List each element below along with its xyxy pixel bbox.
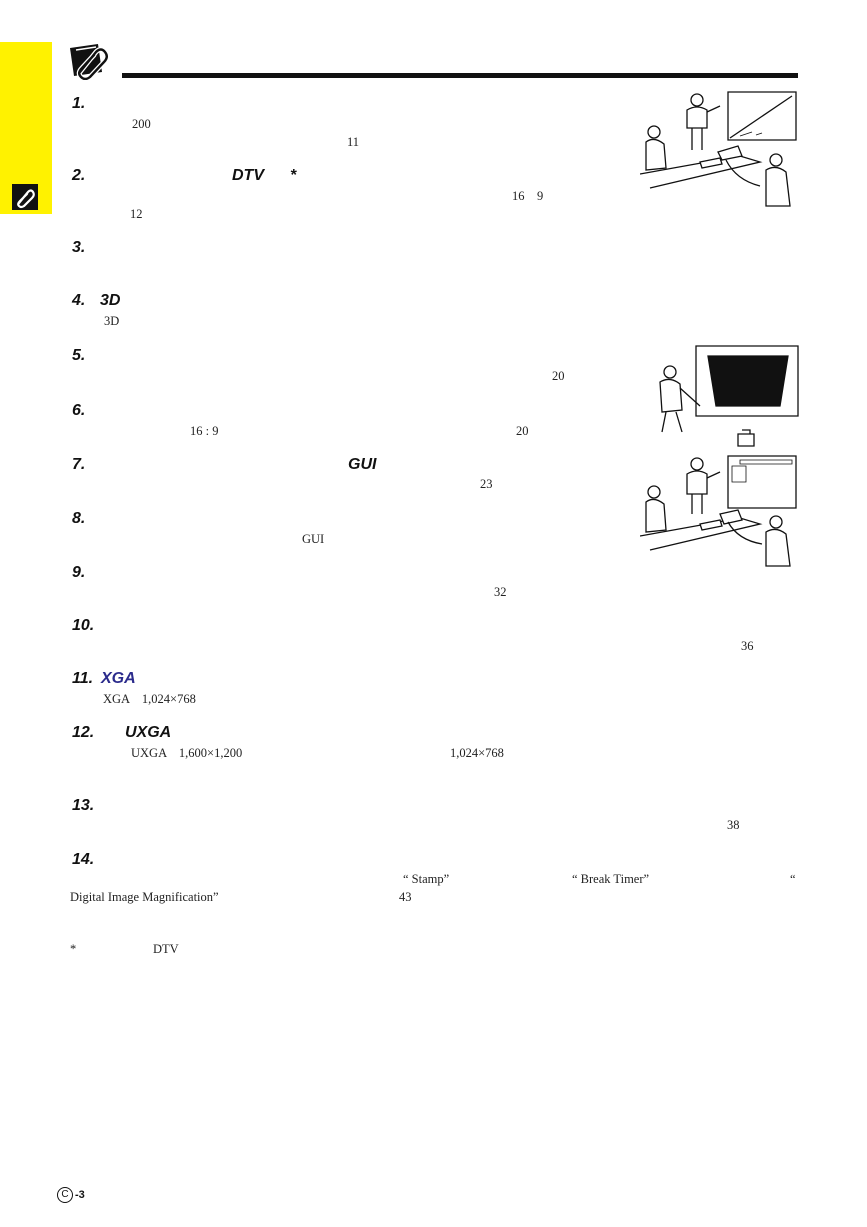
feature-text: Digital Image Magnification”	[70, 890, 219, 904]
feature-text: 32	[494, 585, 507, 599]
feature-text: 1,024×768	[450, 746, 504, 760]
side-section-tab	[0, 42, 52, 214]
feature-heading-term: XGA	[101, 670, 136, 687]
feature-text: “	[790, 872, 796, 886]
feature-heading: 11.	[72, 670, 94, 687]
feature-text: 38	[727, 818, 740, 832]
feature-text: 20	[516, 424, 529, 438]
feature-text: 16 : 9	[190, 424, 219, 438]
feature-heading: 5.	[72, 347, 86, 364]
feature-text: “ Break Timer”	[572, 872, 650, 886]
feature-heading: 9.	[72, 564, 86, 581]
feature-heading: 3.	[72, 239, 86, 256]
feature-text: UXGA 1,600×1,200	[131, 746, 243, 760]
feature-heading: 13.	[72, 797, 95, 814]
paperclip-note-icon	[70, 44, 110, 80]
feature-text: 11	[347, 135, 360, 149]
feature-heading: 10.	[72, 617, 95, 634]
feature-heading: 6.	[72, 402, 86, 419]
page-number: -3	[75, 1189, 85, 1201]
meeting-presentation-illustration	[640, 91, 797, 207]
feature-heading: 2.	[72, 167, 86, 184]
feature-text: 200	[132, 117, 151, 131]
feature-text: 36	[741, 639, 754, 653]
gui-presentation-illustration	[640, 455, 797, 567]
feature-heading: 12.	[72, 724, 95, 741]
feature-heading: 14.	[72, 851, 95, 868]
feature-heading: 8.	[72, 510, 86, 527]
feature-text: 3D	[104, 314, 120, 328]
language-badge: C	[57, 1187, 73, 1203]
header-rule	[122, 73, 798, 78]
footnote-marker: *	[70, 942, 77, 956]
feature-text: 20	[552, 369, 565, 383]
feature-text: GUI	[302, 532, 325, 546]
keystone-correction-illustration	[659, 345, 799, 447]
feature-heading-term: GUI	[348, 456, 377, 473]
feature-text: 12	[130, 207, 143, 221]
feature-heading-term: UXGA	[125, 724, 172, 741]
feature-heading-term: DTV	[232, 167, 264, 184]
feature-text: 43	[399, 890, 412, 904]
paperclip-note-icon	[12, 184, 38, 210]
footnote-marker: *	[290, 167, 297, 184]
feature-text: XGA 1,024×768	[103, 692, 196, 706]
feature-text: 16 9	[512, 189, 544, 203]
feature-heading: 7.	[72, 456, 86, 473]
feature-heading-term: 3D	[100, 292, 121, 309]
feature-heading: 1.	[72, 95, 86, 112]
feature-text: “ Stamp”	[403, 872, 450, 886]
feature-heading: 4.	[72, 292, 86, 309]
feature-text: 23	[480, 477, 493, 491]
footnote-text: DTV	[153, 942, 179, 956]
